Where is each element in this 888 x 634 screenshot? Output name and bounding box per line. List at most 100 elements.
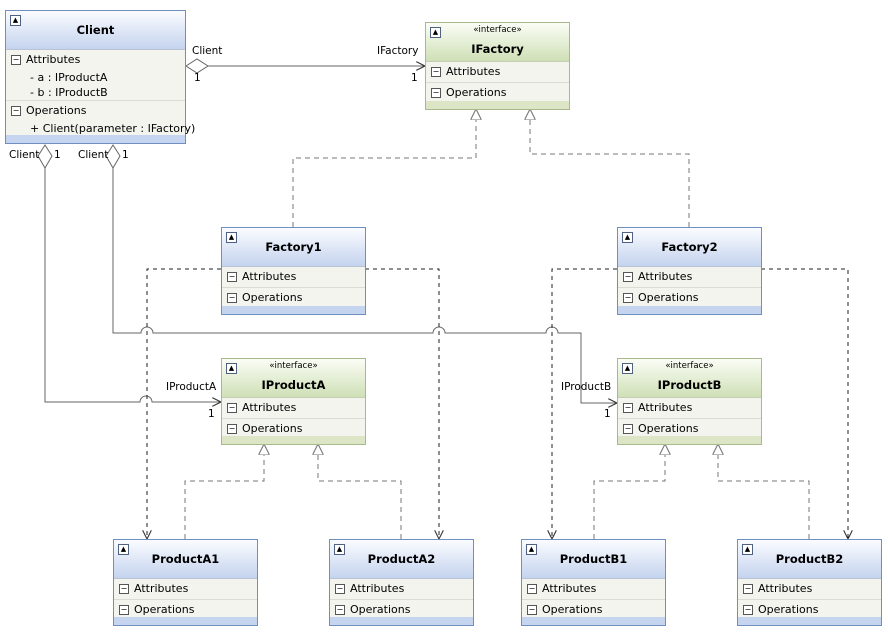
- association-client-iproductb: [105, 144, 617, 403]
- class-factory1[interactable]: ▲ Factory1 −Attributes −Operations: [221, 227, 366, 315]
- collapse-section-icon[interactable]: −: [227, 293, 237, 303]
- section-label: Operations: [242, 422, 303, 435]
- operations-compartment[interactable]: −Operations: [330, 600, 473, 620]
- attributes-compartment[interactable]: −Attributes: [738, 579, 881, 600]
- collapse-section-icon[interactable]: −: [227, 272, 237, 282]
- operations-compartment[interactable]: −Operations: [618, 288, 761, 308]
- collapse-section-icon[interactable]: −: [119, 584, 129, 594]
- attributes-compartment[interactable]: −Attributes: [618, 398, 761, 419]
- operations-compartment[interactable]: −Operations: [114, 600, 257, 620]
- section-label: Operations: [758, 603, 819, 616]
- section-label: Attributes: [638, 270, 693, 283]
- association-client-ifactory: [185, 58, 425, 74]
- class-header: ▲ Client: [6, 11, 185, 50]
- attributes-compartment[interactable]: − Attributes: [6, 50, 185, 70]
- section-label: Operations: [446, 86, 507, 99]
- section-label: Attributes: [350, 582, 405, 595]
- collapse-section-icon[interactable]: −: [119, 605, 129, 615]
- section-label: Operations: [350, 603, 411, 616]
- collapse-section-icon[interactable]: −: [623, 424, 633, 434]
- collapse-icon[interactable]: ▲: [334, 544, 345, 555]
- role-label-client: Client: [9, 149, 40, 161]
- collapse-section-icon[interactable]: −: [227, 403, 237, 413]
- collapse-section-icon[interactable]: −: [431, 88, 441, 98]
- class-producta2[interactable]: ▲ ProductA2 −Attributes −Operations: [329, 539, 474, 626]
- collapse-section-icon[interactable]: −: [335, 584, 345, 594]
- realization-factory1-ifactory: [292, 109, 476, 227]
- attribute-item[interactable]: - b : IProductB: [6, 85, 185, 101]
- class-footer: [222, 306, 365, 314]
- collapse-section-icon[interactable]: −: [743, 605, 753, 615]
- operations-compartment[interactable]: −Operations: [522, 600, 665, 620]
- collapse-icon[interactable]: ▲: [526, 544, 537, 555]
- interface-ifactory[interactable]: ▲ «interface» IFactory −Attributes −Oper…: [425, 22, 570, 110]
- role-label-client: Client: [78, 149, 109, 161]
- class-header: ▲ ProductB1: [522, 540, 665, 579]
- operation-item[interactable]: + Client(parameter : IFactory): [30, 122, 196, 135]
- collapse-section-icon[interactable]: −: [227, 424, 237, 434]
- operations-compartment[interactable]: −Operations: [618, 419, 761, 439]
- attributes-compartment[interactable]: −Attributes: [618, 267, 761, 288]
- collapse-icon[interactable]: ▲: [622, 232, 633, 243]
- class-productb2[interactable]: ▲ ProductB2 −Attributes −Operations: [737, 539, 882, 626]
- collapse-section-icon[interactable]: −: [431, 67, 441, 77]
- realization-factory2-ifactory: [530, 109, 690, 227]
- collapse-section-icon[interactable]: −: [743, 584, 753, 594]
- class-name: Factory1: [265, 240, 322, 254]
- collapse-icon[interactable]: ▲: [742, 544, 753, 555]
- class-footer: [114, 617, 257, 625]
- attributes-compartment[interactable]: −Attributes: [114, 579, 257, 600]
- realization-productb1-iproductb: [593, 444, 665, 539]
- class-footer: [426, 101, 569, 109]
- collapse-section-icon[interactable]: −: [623, 403, 633, 413]
- class-factory2[interactable]: ▲ Factory2 −Attributes −Operations: [617, 227, 762, 315]
- dependency-factory2-productb2: [761, 268, 848, 539]
- multiplicity-label: 1: [604, 408, 611, 420]
- collapse-section-icon[interactable]: −: [527, 605, 537, 615]
- operations-compartment[interactable]: −Operations: [738, 600, 881, 620]
- class-footer: [618, 306, 761, 314]
- class-footer: [738, 617, 881, 625]
- class-header: ▲ ProductB2: [738, 540, 881, 579]
- collapse-section-icon[interactable]: −: [527, 584, 537, 594]
- class-client[interactable]: ▲ Client − Attributes - a : IProductA - …: [5, 10, 196, 144]
- section-label: Operations: [638, 422, 699, 435]
- operations-compartment[interactable]: −Operations: [426, 83, 569, 103]
- class-name: Client: [76, 23, 115, 37]
- operations-compartment[interactable]: − Operations: [6, 101, 185, 121]
- collapse-section-icon[interactable]: −: [11, 55, 21, 65]
- stereotype-label: «interface»: [665, 361, 714, 371]
- collapse-section-icon[interactable]: −: [623, 293, 633, 303]
- attributes-compartment[interactable]: −Attributes: [222, 398, 365, 419]
- section-label: Attributes: [242, 270, 297, 283]
- attributes-compartment[interactable]: −Attributes: [222, 267, 365, 288]
- collapse-icon[interactable]: ▲: [10, 15, 21, 26]
- multiplicity-label: 1: [208, 408, 215, 420]
- operations-compartment[interactable]: −Operations: [222, 419, 365, 439]
- section-label: Operations: [542, 603, 603, 616]
- class-productb1[interactable]: ▲ ProductB1 −Attributes −Operations: [521, 539, 666, 626]
- realization-producta1-iproducta: [184, 444, 264, 539]
- operations-compartment[interactable]: −Operations: [222, 288, 365, 308]
- class-footer: [6, 135, 185, 143]
- collapse-icon[interactable]: ▲: [622, 363, 633, 374]
- collapse-section-icon[interactable]: −: [335, 605, 345, 615]
- attributes-compartment[interactable]: −Attributes: [522, 579, 665, 600]
- collapse-section-icon[interactable]: −: [623, 272, 633, 282]
- attributes-compartment[interactable]: −Attributes: [426, 62, 569, 83]
- collapse-icon[interactable]: ▲: [226, 232, 237, 243]
- attributes-compartment[interactable]: −Attributes: [330, 579, 473, 600]
- collapse-icon[interactable]: ▲: [226, 363, 237, 374]
- class-name: ProductA2: [367, 552, 436, 566]
- class-name: IProductB: [657, 378, 722, 392]
- class-name: IFactory: [471, 42, 524, 56]
- interface-iproducta[interactable]: ▲ «interface» IProductA −Attributes −Ope…: [221, 358, 366, 445]
- collapse-icon[interactable]: ▲: [118, 544, 129, 555]
- class-producta1[interactable]: ▲ ProductA1 −Attributes −Operations: [113, 539, 258, 626]
- collapse-section-icon[interactable]: −: [11, 106, 21, 116]
- interface-iproductb[interactable]: ▲ «interface» IProductB −Attributes −Ope…: [617, 358, 762, 445]
- section-label: Attributes: [758, 582, 813, 595]
- collapse-icon[interactable]: ▲: [430, 27, 441, 38]
- attribute-item[interactable]: - a : IProductA: [30, 71, 108, 84]
